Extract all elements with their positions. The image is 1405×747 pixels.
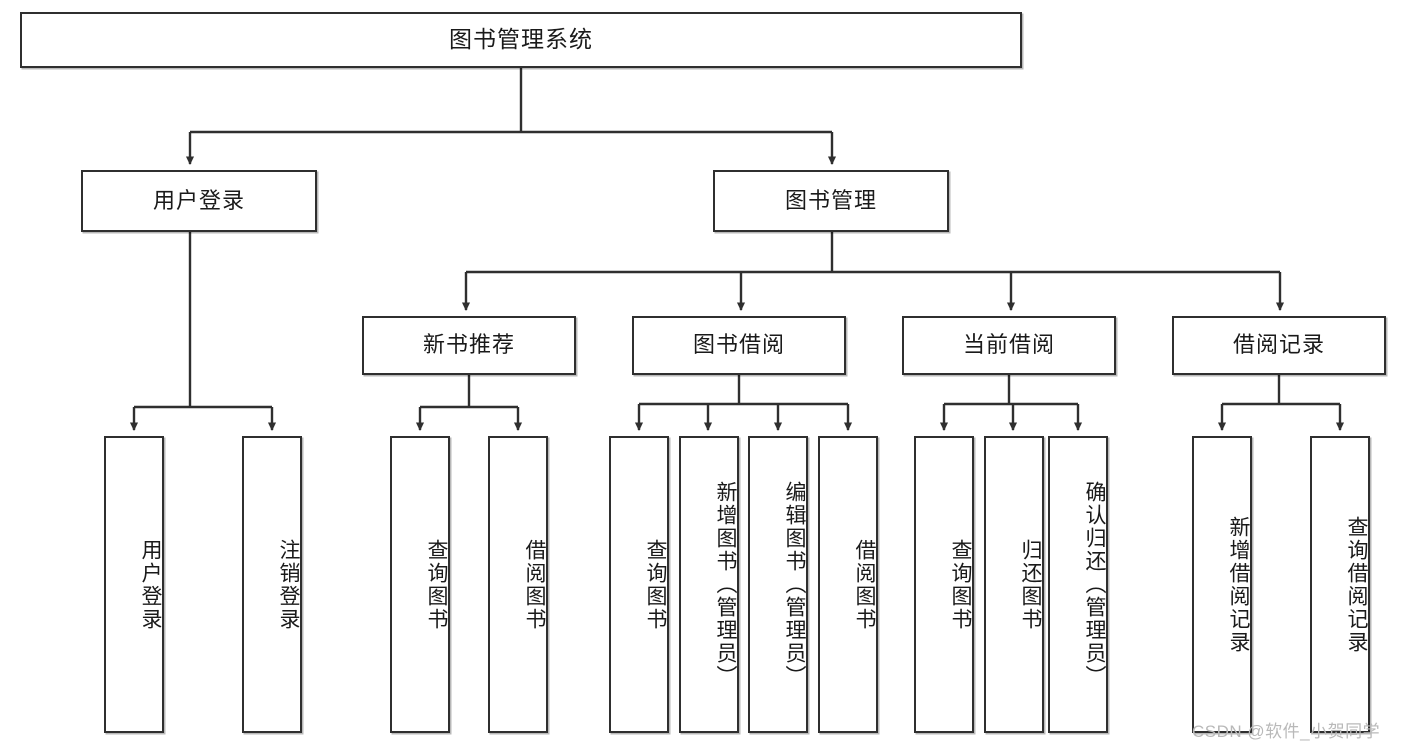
node-root-label: 图书管理系统 xyxy=(449,26,593,53)
node-current-borrow-label: 当前借阅 xyxy=(962,332,1055,358)
node-leaf-query-book-3[interactable]: 查询图书 xyxy=(914,436,974,733)
node-leaf-query-record[interactable]: 查询借阅记录 xyxy=(1310,436,1370,733)
node-book-borrow-label: 图书借阅 xyxy=(692,332,785,358)
node-leaf-query-book-2[interactable]: 查询图书 xyxy=(609,436,669,733)
node-book-borrow[interactable]: 图书借阅 xyxy=(632,316,846,375)
node-user-login-label: 用户登录 xyxy=(152,187,245,213)
node-leaf-borrow-book-2-label: 借阅图书 xyxy=(853,538,876,631)
csdn-watermark: CSDN @软件_小贺同学 xyxy=(1192,722,1381,741)
node-leaf-logout-login[interactable]: 注销登录 xyxy=(242,436,302,733)
node-root[interactable]: 图书管理系统 xyxy=(20,12,1022,68)
node-leaf-borrow-book-1-label: 借阅图书 xyxy=(523,538,546,631)
node-leaf-borrow-book-2[interactable]: 借阅图书 xyxy=(818,436,878,733)
node-leaf-user-login-label: 用户登录 xyxy=(139,538,162,631)
node-borrow-record[interactable]: 借阅记录 xyxy=(1172,316,1386,375)
node-borrow-record-label: 借阅记录 xyxy=(1232,332,1325,358)
node-leaf-return-book[interactable]: 归还图书 xyxy=(984,436,1044,733)
node-leaf-edit-book[interactable]: 编辑图书（管理员） xyxy=(748,436,808,733)
node-leaf-confirm-return[interactable]: 确认归还（管理员） xyxy=(1048,436,1108,733)
node-user-login[interactable]: 用户登录 xyxy=(81,170,317,232)
node-leaf-add-book-label: 新增图书（管理员） xyxy=(714,481,737,688)
node-book-manage-label: 图书管理 xyxy=(784,187,877,213)
node-current-borrow[interactable]: 当前借阅 xyxy=(902,316,1116,375)
node-leaf-add-record[interactable]: 新增借阅记录 xyxy=(1192,436,1252,733)
node-leaf-confirm-return-label: 确认归还（管理员） xyxy=(1083,481,1106,688)
node-leaf-return-book-label: 归还图书 xyxy=(1019,538,1042,631)
node-leaf-edit-book-label: 编辑图书（管理员） xyxy=(783,481,806,688)
node-leaf-query-book-3-label: 查询图书 xyxy=(949,538,972,631)
node-new-book-recommend-label: 新书推荐 xyxy=(422,332,515,358)
node-leaf-query-book-1[interactable]: 查询图书 xyxy=(390,436,450,733)
node-leaf-borrow-book-1[interactable]: 借阅图书 xyxy=(488,436,548,733)
node-leaf-query-record-label: 查询借阅记录 xyxy=(1345,515,1368,654)
node-leaf-logout-login-label: 注销登录 xyxy=(277,538,300,631)
node-leaf-add-book[interactable]: 新增图书（管理员） xyxy=(679,436,739,733)
node-leaf-query-book-2-label: 查询图书 xyxy=(644,538,667,631)
node-book-manage[interactable]: 图书管理 xyxy=(713,170,949,232)
node-leaf-add-record-label: 新增借阅记录 xyxy=(1227,515,1250,654)
node-leaf-query-book-1-label: 查询图书 xyxy=(425,538,448,631)
node-leaf-user-login[interactable]: 用户登录 xyxy=(104,436,164,733)
node-new-book-recommend[interactable]: 新书推荐 xyxy=(362,316,576,375)
